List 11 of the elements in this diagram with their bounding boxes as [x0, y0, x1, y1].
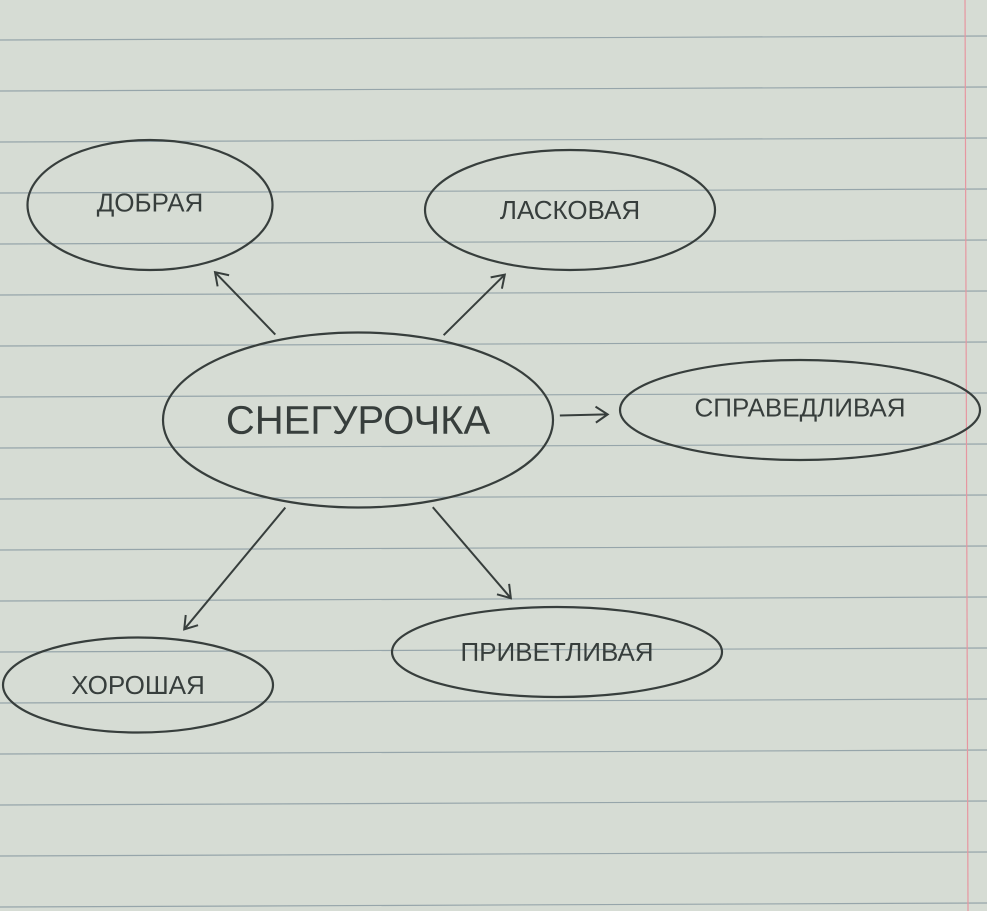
- arrow: [442, 273, 506, 336]
- ellipse-node: ДОБРАЯ: [26, 138, 274, 272]
- ellipse-node: ЛАСКОВАЯ: [424, 148, 716, 272]
- arrow: [432, 506, 512, 600]
- ellipse-node: СНЕГУРОЧКА: [162, 331, 554, 509]
- arrow: [183, 506, 286, 631]
- arrow: [560, 406, 610, 424]
- ellipse-node: СПРАВЕДЛИВАЯ: [618, 358, 982, 462]
- arrow: [214, 270, 276, 336]
- ellipse-node: ХОРОШАЯ: [2, 636, 274, 734]
- ellipse-node: ПРИВЕТЛИВАЯ: [390, 606, 724, 698]
